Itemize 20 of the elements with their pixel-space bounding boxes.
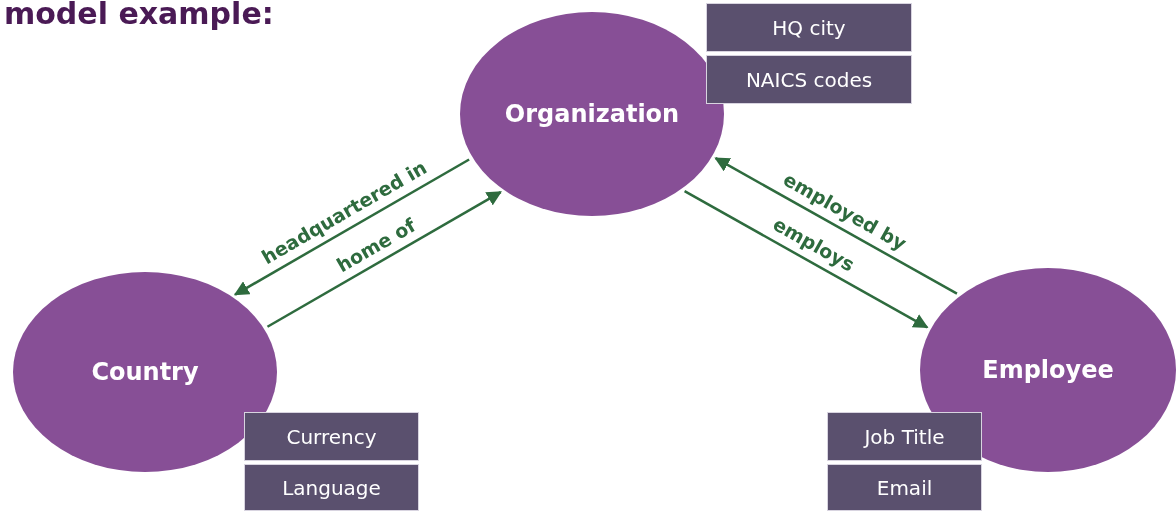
- attribute-box: [706, 55, 912, 104]
- node-label: Country: [91, 358, 199, 386]
- node-label: HQ city: [772, 15, 846, 40]
- node-label: Language: [282, 475, 381, 500]
- node-label: Job Title: [864, 424, 945, 449]
- node-label: Organization: [504, 100, 680, 128]
- node-label: Currency: [286, 424, 377, 449]
- arrow: [233, 158, 470, 296]
- node-label: NAICS codes: [745, 67, 873, 92]
- arrow: [266, 191, 502, 328]
- attribute-box: [827, 464, 982, 511]
- attribute-box: [827, 412, 982, 461]
- node-label: Employee: [982, 356, 1114, 384]
- diagram-title: model example:: [4, 0, 274, 31]
- arrow: [683, 190, 929, 329]
- attribute-box: [706, 3, 912, 52]
- node-label: Email: [876, 475, 933, 500]
- arrow: [714, 157, 958, 295]
- attribute-box: [244, 412, 419, 461]
- attribute-box: [244, 464, 419, 511]
